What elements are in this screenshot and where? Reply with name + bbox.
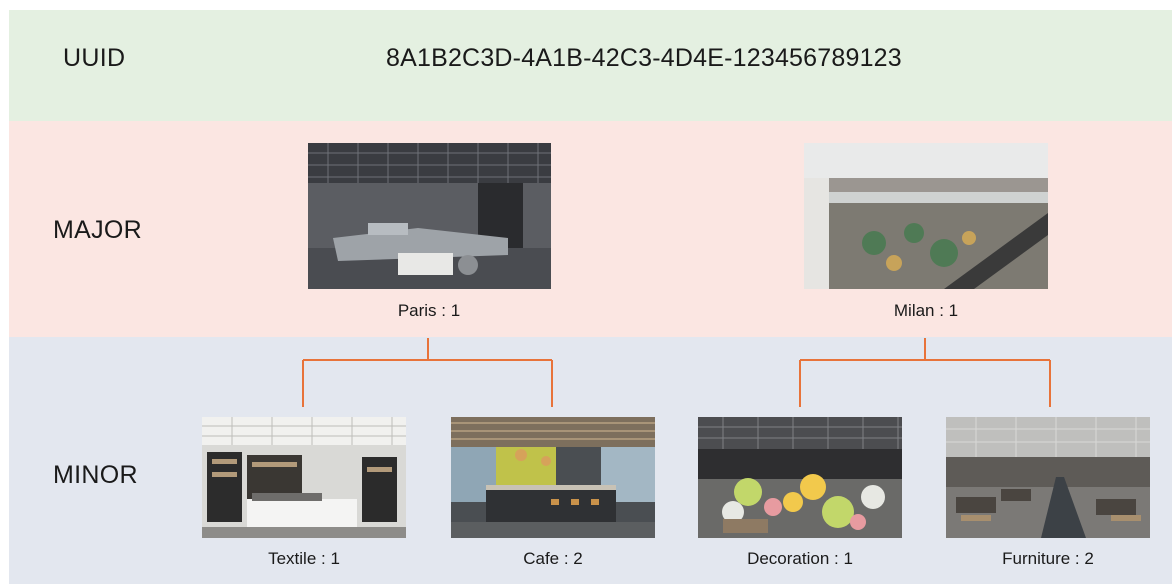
uuid-value: 8A1B2C3D-4A1B-42C3-4D4E-123456789123 bbox=[386, 44, 902, 72]
furniture-photo bbox=[946, 417, 1150, 538]
furniture-caption: Furniture : 2 bbox=[1002, 549, 1094, 568]
paris-caption: Paris : 1 bbox=[397, 301, 461, 320]
cafe-caption: Cafe : 2 bbox=[523, 549, 583, 568]
textile-photo bbox=[202, 417, 406, 538]
paris-photo bbox=[308, 143, 551, 289]
decoration-photo bbox=[698, 417, 902, 538]
uuid-band bbox=[9, 10, 1172, 121]
milan-photo bbox=[804, 143, 1048, 289]
decoration-caption: Decoration : 1 bbox=[747, 549, 853, 568]
minor-label: MINOR bbox=[53, 461, 138, 489]
uuid-label: UUID bbox=[63, 44, 126, 72]
cafe-photo bbox=[451, 417, 655, 538]
major-label: MAJOR bbox=[53, 216, 142, 244]
textile-caption: Textile : 1 bbox=[268, 549, 340, 568]
milan-caption: Milan : 1 bbox=[893, 301, 959, 320]
